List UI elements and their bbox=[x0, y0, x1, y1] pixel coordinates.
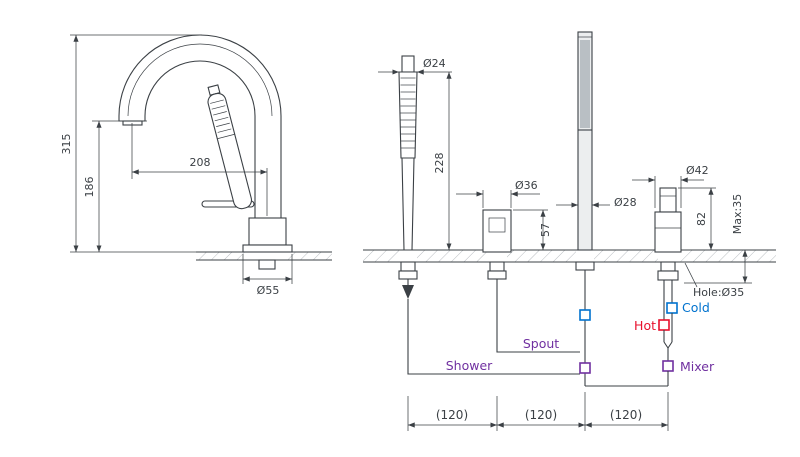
shower-label: Shower bbox=[446, 358, 493, 373]
front-view-deck bbox=[363, 249, 776, 263]
dim-spout: Ø28 bbox=[556, 196, 637, 209]
dim-24-label: Ø24 bbox=[423, 57, 446, 70]
dim-82-label: 82 bbox=[695, 212, 708, 226]
side-view-deck bbox=[196, 251, 332, 270]
mixer-front bbox=[585, 187, 682, 387]
spout-hose-connector-lower bbox=[579, 362, 591, 374]
dim-36-label: Ø36 bbox=[515, 179, 538, 192]
dim-spout-height: 186 bbox=[83, 120, 147, 252]
mixer-connector bbox=[662, 360, 674, 372]
port-labels: Shower Spout Hot Cold Mixer bbox=[446, 300, 715, 374]
spacing-2-label: (120) bbox=[525, 408, 557, 422]
dim-mixer: Ø42 82 Max:35 Hole:Ø35 bbox=[632, 164, 752, 299]
hot-connector bbox=[658, 319, 670, 331]
hose-direction-arrow bbox=[402, 285, 414, 299]
dim-186-label: 186 bbox=[83, 177, 96, 198]
spacing-1-label: (120) bbox=[436, 408, 468, 422]
mixer-label: Mixer bbox=[680, 359, 715, 374]
dim-28-label: Ø28 bbox=[614, 196, 637, 209]
dim-55-label: Ø55 bbox=[257, 284, 280, 297]
shower-hose-line bbox=[407, 299, 580, 375]
dim-total-height: 315 bbox=[60, 34, 202, 253]
cold-connector bbox=[666, 302, 678, 314]
dim-228-label: 228 bbox=[433, 153, 446, 174]
cold-label: Cold bbox=[682, 300, 710, 315]
dim-base-diameter: Ø55 bbox=[242, 254, 293, 297]
hot-label: Hot bbox=[634, 318, 656, 333]
dim-42-label: Ø42 bbox=[686, 164, 709, 177]
front-view: Ø24 228 Ø36 57 bbox=[363, 31, 776, 431]
hand-shower-front bbox=[398, 55, 580, 375]
spout-label: Spout bbox=[523, 336, 559, 351]
dim-57-label: 57 bbox=[539, 223, 552, 237]
dim-315-label: 315 bbox=[60, 134, 73, 155]
spout-hose-connector-upper bbox=[579, 309, 591, 321]
dim-max35-label: Max:35 bbox=[731, 194, 744, 234]
spacing-3-label: (120) bbox=[610, 408, 642, 422]
dim-hole-spacing: (120) (120) (120) bbox=[407, 392, 669, 431]
spout-hose-line bbox=[496, 279, 580, 353]
side-view-hand-shower bbox=[207, 84, 253, 210]
dim-shower: Ø24 228 bbox=[378, 57, 455, 251]
spout-front bbox=[575, 31, 595, 386]
side-view: 315 186 208 Ø55 bbox=[60, 34, 332, 297]
dim-holder: Ø36 57 bbox=[456, 179, 552, 250]
dim-reach: 208 bbox=[131, 123, 268, 216]
dim-208-label: 208 bbox=[190, 156, 211, 169]
side-view-spout bbox=[118, 34, 293, 253]
shower-holder-front bbox=[482, 209, 580, 353]
hole-diameter-label: Hole:Ø35 bbox=[693, 286, 744, 299]
